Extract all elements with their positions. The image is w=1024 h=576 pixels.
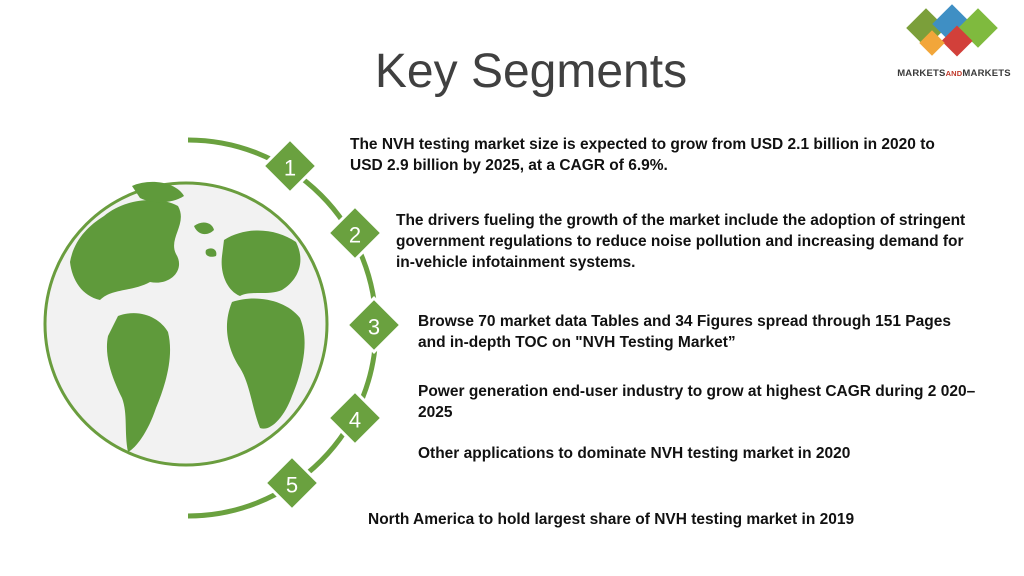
badge-number: 5 [286, 473, 298, 498]
globe-graphic: 1 2 3 4 5 [43, 137, 403, 519]
badge-3: 3 [345, 296, 403, 354]
segment-2-text: The drivers fueling the growth of the ma… [396, 212, 966, 271]
badge-number: 2 [349, 223, 361, 248]
badge-number: 4 [349, 408, 361, 433]
segment-4b-text: Other applications to dominate NVH testi… [418, 445, 851, 462]
segment-3-text: Browse 70 market data Tables and 34 Figu… [418, 313, 951, 351]
badge-number: 1 [284, 156, 296, 181]
page-title: Key Segments [374, 45, 688, 98]
badge-4: 4 [326, 389, 384, 447]
segment-4a-text: Power generation end-user industry to gr… [418, 383, 976, 421]
badge-2: 2 [326, 204, 384, 262]
globe-icon [43, 181, 329, 467]
logo-wordmark: MARKETSANDMARKETS [897, 68, 1011, 79]
segment-5-text: North America to hold largest share of N… [368, 511, 855, 528]
markets-and-markets-logo [906, 4, 998, 57]
segment-1-text: The NVH testing market size is expected … [350, 136, 935, 174]
badge-5: 5 [263, 454, 321, 512]
badge-1: 1 [261, 137, 319, 195]
badge-number: 3 [368, 315, 380, 340]
